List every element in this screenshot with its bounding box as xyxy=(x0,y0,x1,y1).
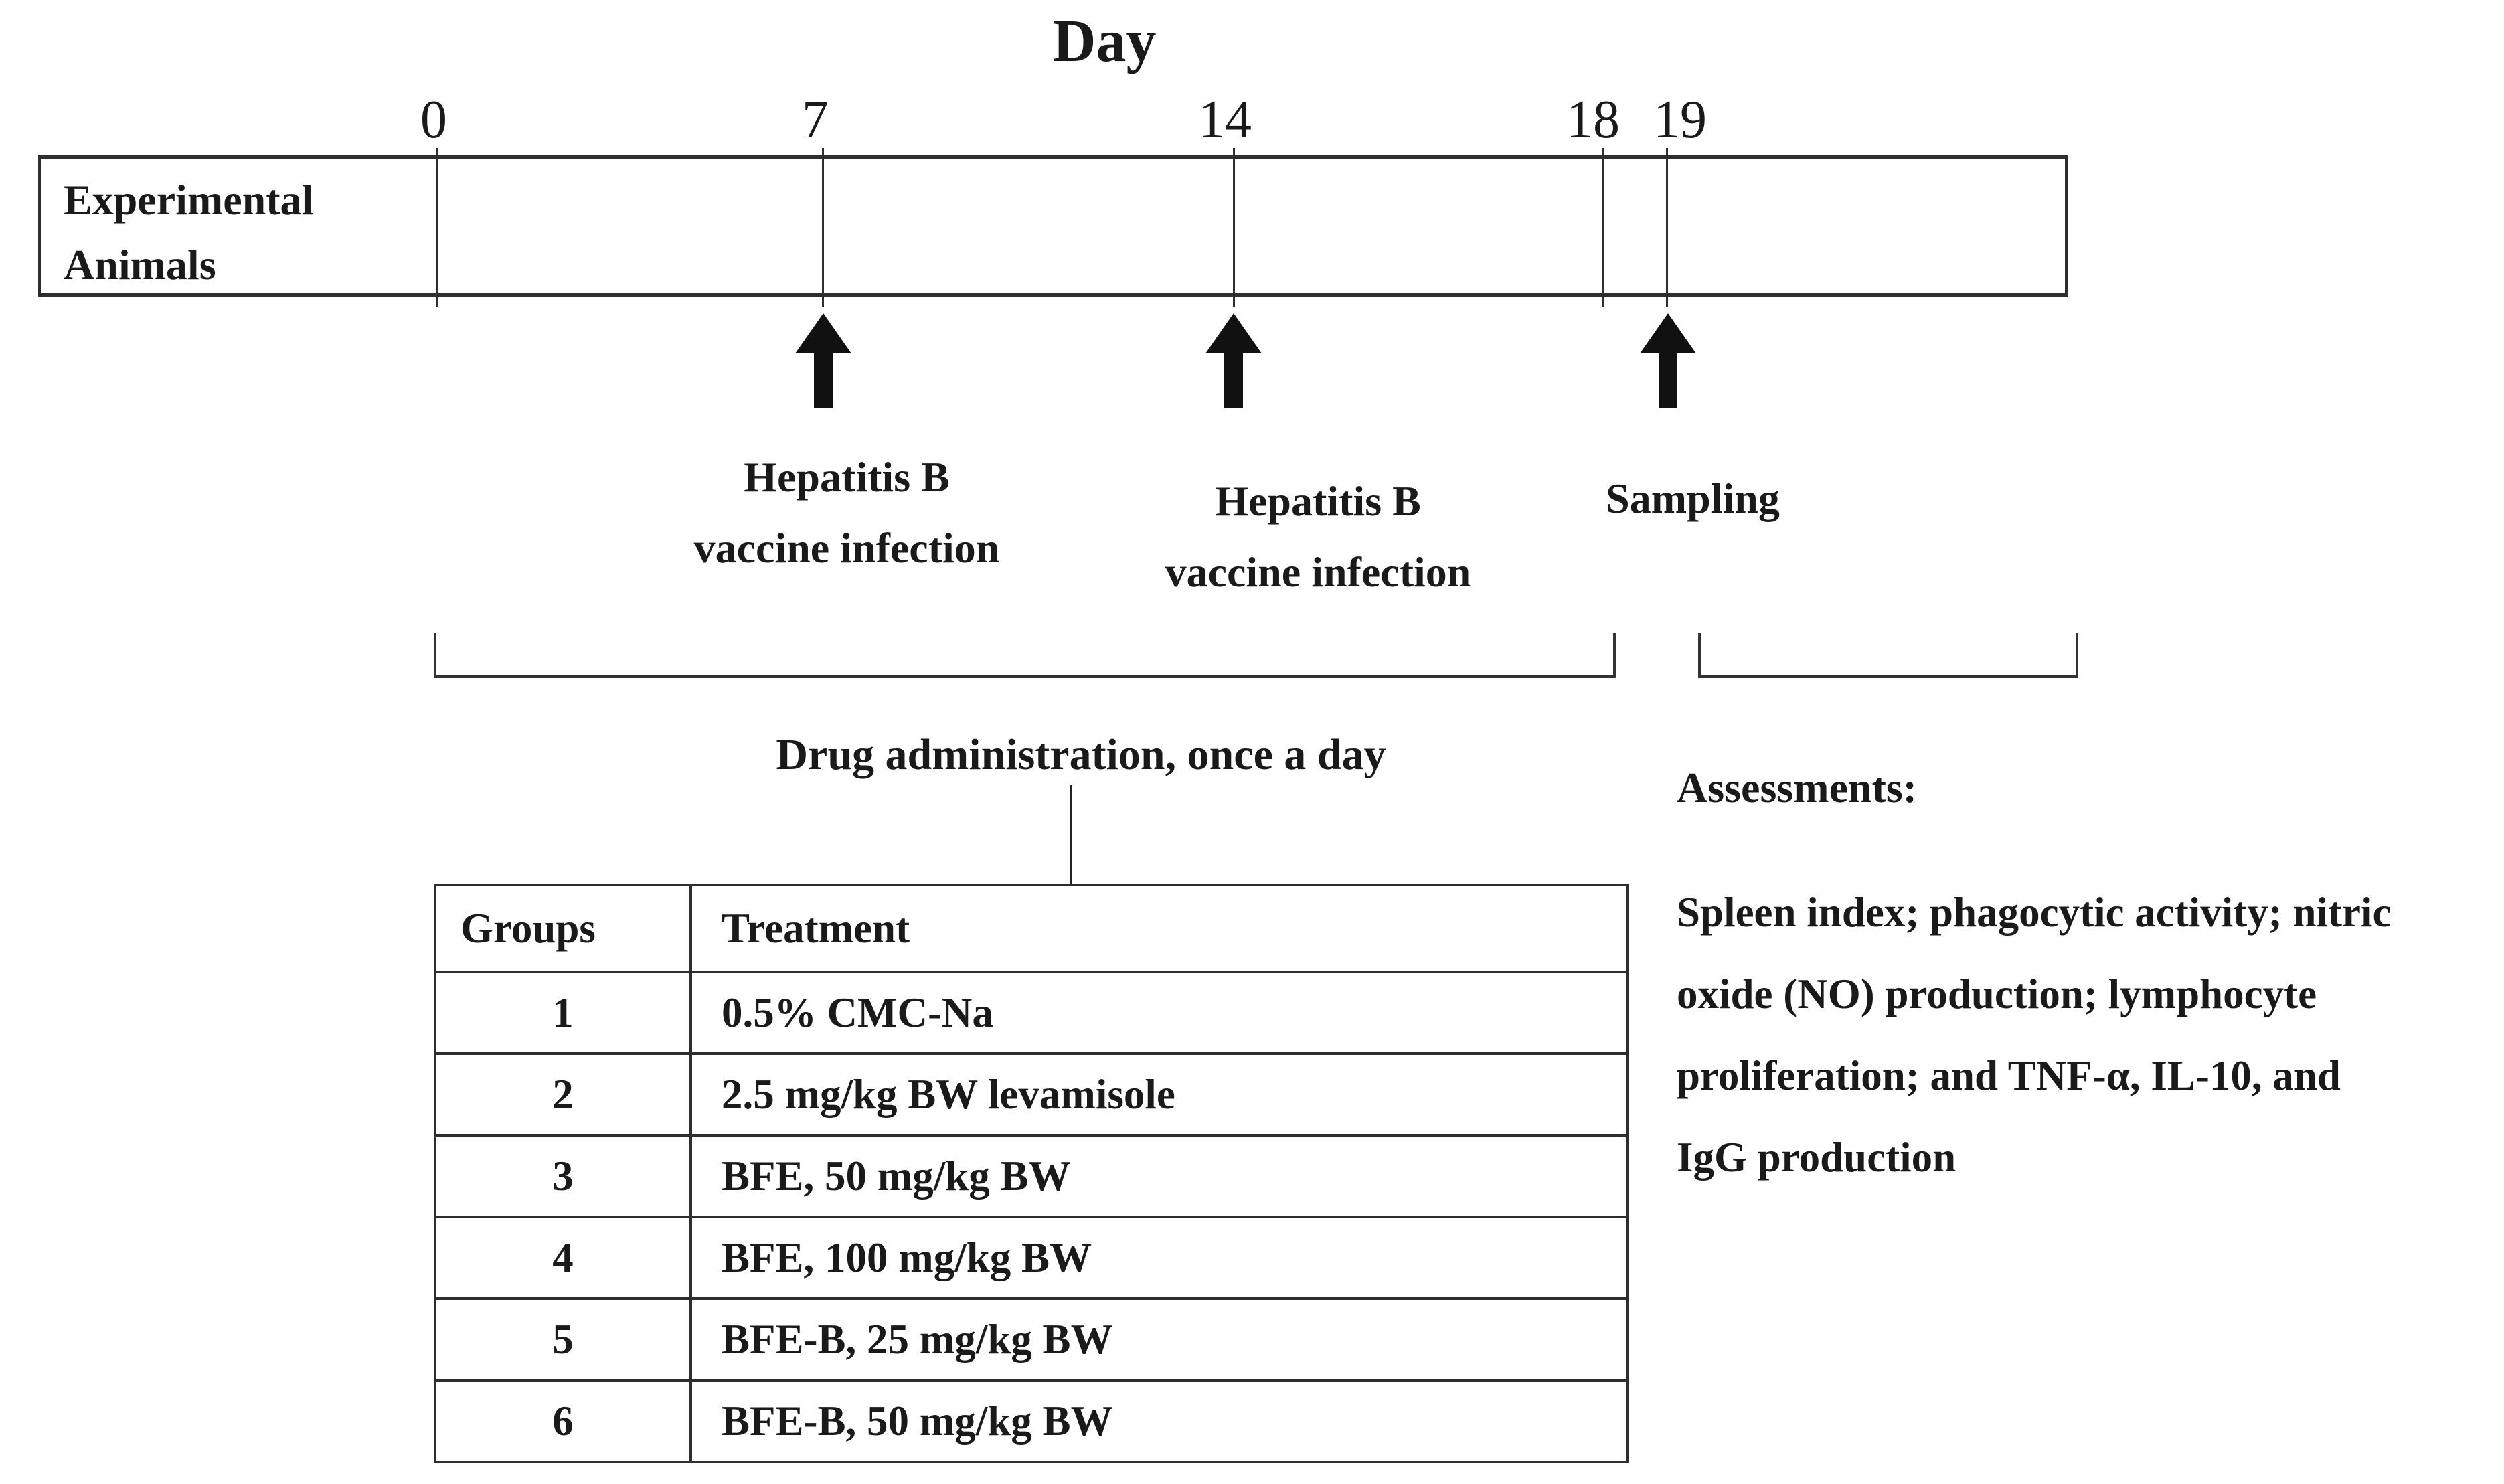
assessments-heading: Assessments: xyxy=(1677,764,1918,811)
tick-label-day-7: 7 xyxy=(802,90,829,149)
timeline-divider-day-18 xyxy=(1602,148,1604,307)
group-number: 4 xyxy=(434,1216,692,1300)
treatment-value: 2.5 mg/kg BW levamisole xyxy=(689,1052,1629,1137)
treatment-value: 0.5% CMC-Na xyxy=(689,971,1629,1055)
table-row: 1 0.5% CMC-Na xyxy=(434,971,1629,1055)
drug-administration-label: Drug administration, once a day xyxy=(776,730,1386,779)
assessments-line3: proliferation; and TNF-α, IL-10, and xyxy=(1677,1052,2341,1099)
up-arrow-icon-vaccine-1 xyxy=(795,313,851,408)
tick-label-day-0: 0 xyxy=(420,90,447,149)
up-arrow-icon-sampling xyxy=(1640,313,1696,408)
tick-label-day-19: 19 xyxy=(1653,90,1707,149)
groups-treatment-table: Groups Treatment 1 0.5% CMC-Na 2 2.5 mg/… xyxy=(434,884,1629,1463)
timeline-divider-day-19 xyxy=(1666,148,1668,307)
table-row: 5 BFE-B, 25 mg/kg BW xyxy=(434,1297,1629,1382)
event-label-line2: vaccine infection xyxy=(1165,548,1471,596)
table-row: 6 BFE-B, 50 mg/kg BW xyxy=(434,1379,1629,1463)
event-label-vaccine-1: Hepatitis B vaccine infection xyxy=(546,442,1148,584)
timeline-divider-day-14 xyxy=(1233,148,1235,307)
timeline-divider-day-0 xyxy=(436,148,438,307)
table-row: 2 2.5 mg/kg BW levamisole xyxy=(434,1052,1629,1137)
group-number: 5 xyxy=(434,1297,692,1382)
group-number: 6 xyxy=(434,1379,692,1463)
group-number: 2 xyxy=(434,1052,692,1137)
timeline-box xyxy=(38,155,2068,297)
treatment-value: BFE-B, 25 mg/kg BW xyxy=(689,1297,1629,1382)
event-label-line2: vaccine infection xyxy=(693,524,1000,572)
day-axis-title: Day xyxy=(1052,8,1157,74)
experimental-animals-line1: Experimental xyxy=(64,176,314,224)
event-label-sampling: Sampling xyxy=(1492,463,1894,534)
assessments-bracket xyxy=(1698,633,2078,678)
treatment-value: BFE, 100 mg/kg BW xyxy=(689,1216,1629,1300)
treatment-column-header: Treatment xyxy=(689,884,1629,973)
table-row: 3 BFE, 50 mg/kg BW xyxy=(434,1134,1629,1218)
arrow-head xyxy=(1205,313,1262,353)
arrow-stem xyxy=(1224,353,1243,408)
table-header-row: Groups Treatment xyxy=(434,884,1629,973)
table-row: 4 BFE, 100 mg/kg BW xyxy=(434,1216,1629,1300)
assessments-line1: Spleen index; phagocytic activity; nitri… xyxy=(1677,889,2392,936)
assessments-line4: IgG production xyxy=(1677,1134,1956,1181)
tick-label-day-18: 18 xyxy=(1566,90,1620,149)
arrow-head xyxy=(1640,313,1696,353)
arrow-head xyxy=(795,313,851,353)
assessments-line2: oxide (NO) production; lymphocyte xyxy=(1677,971,2317,1017)
assessments-text: Spleen index; phagocytic activity; nitri… xyxy=(1677,872,2504,1198)
arrow-stem xyxy=(1659,353,1677,408)
group-number: 1 xyxy=(434,971,692,1055)
event-label-line1: Hepatitis B xyxy=(744,453,950,501)
experimental-animals-label: Experimental Animals xyxy=(64,167,313,297)
tick-label-day-14: 14 xyxy=(1198,90,1252,149)
arrow-stem xyxy=(814,353,833,408)
treatment-value: BFE-B, 50 mg/kg BW xyxy=(689,1379,1629,1463)
groups-column-header: Groups xyxy=(434,884,692,973)
event-label-vaccine-2: Hepatitis B vaccine infection xyxy=(1017,466,1619,608)
timeline-divider-day-7 xyxy=(822,148,824,307)
experimental-animals-line2: Animals xyxy=(64,241,216,288)
event-label-line1: Hepatitis B xyxy=(1215,477,1421,525)
treatment-value: BFE, 50 mg/kg BW xyxy=(689,1134,1629,1218)
up-arrow-icon-vaccine-2 xyxy=(1205,313,1262,408)
label-to-table-connector-line xyxy=(1070,785,1072,884)
event-label-line1: Sampling xyxy=(1606,475,1780,522)
group-number: 3 xyxy=(434,1134,692,1218)
drug-administration-bracket xyxy=(434,633,1616,678)
